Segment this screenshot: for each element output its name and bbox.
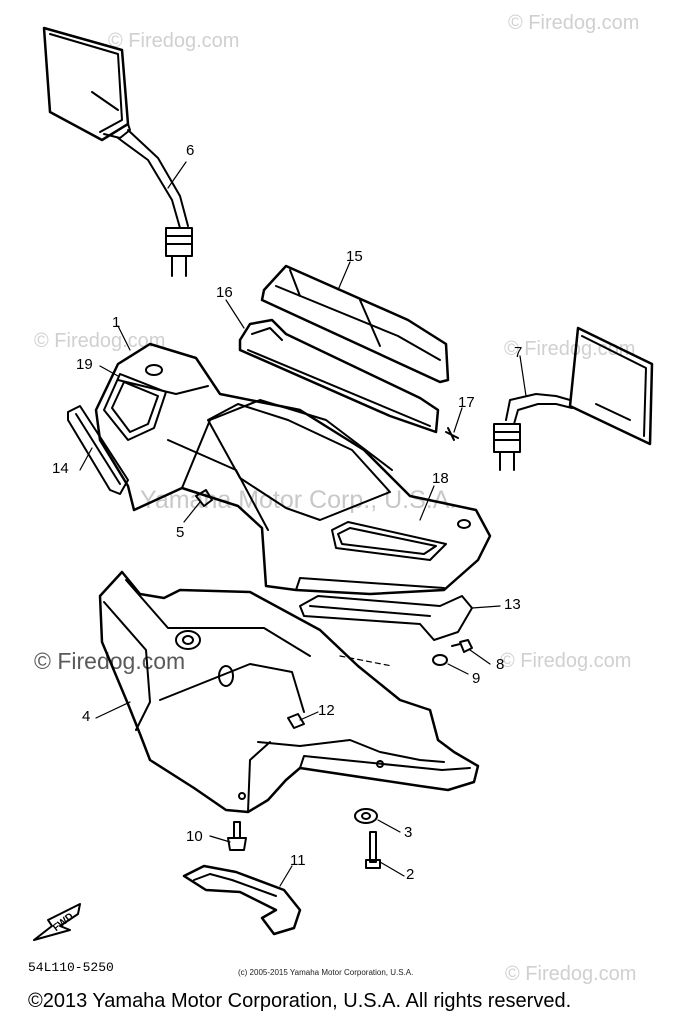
panel-insert-18 — [331, 521, 447, 561]
fwd-arrow-icon — [33, 903, 81, 941]
trim-19 — [103, 373, 167, 441]
callout-11: 11 — [290, 852, 306, 869]
callout-18: 18 — [432, 470, 449, 487]
washer-9 — [432, 654, 448, 666]
callout-1: 1 — [112, 314, 121, 331]
small-copyright: (c) 2005-2015 Yamaha Motor Corporation, … — [238, 968, 414, 977]
upper-cover — [260, 264, 450, 384]
washer-3 — [354, 808, 378, 824]
callout-12: 12 — [318, 702, 335, 719]
watermark-top-right: © Firedog.com — [508, 12, 640, 34]
screw-17 — [445, 427, 459, 441]
watermark-mid-left: © Firedog.com — [34, 330, 166, 352]
right-mirror — [493, 326, 654, 471]
callout-9: 9 — [472, 670, 481, 687]
left-mirror — [42, 26, 193, 277]
grommet-12 — [287, 713, 305, 729]
side-strip-14 — [67, 405, 129, 495]
watermark-bottom-right: © Firedog.com — [505, 963, 637, 985]
upper-panel — [238, 318, 440, 434]
reflector-13 — [299, 595, 473, 641]
callout-7: 7 — [514, 344, 523, 361]
leader-lines — [79, 161, 527, 887]
callout-4: 4 — [82, 708, 91, 725]
main-cowling — [94, 342, 492, 596]
callout-3: 3 — [404, 824, 413, 841]
callout-17: 17 — [458, 394, 475, 411]
footer-copyright: ©2013 Yamaha Motor Corporation, U.S.A. A… — [28, 990, 572, 1012]
callout-10: 10 — [186, 828, 203, 845]
callout-2: 2 — [406, 866, 415, 883]
callout-16: 16 — [216, 284, 233, 301]
callout-5: 5 — [176, 524, 185, 541]
bolt-5 — [195, 489, 213, 507]
callout-8: 8 — [496, 656, 505, 673]
watermark-mid-right: © Firedog.com — [504, 338, 636, 360]
watermark-lower-right: © Firedog.com — [500, 650, 632, 672]
callout-19: 19 — [76, 356, 93, 373]
callout-15: 15 — [346, 248, 363, 265]
bracket-11 — [182, 864, 302, 936]
part-code: 54L110-5250 — [28, 960, 114, 975]
bolt-8 — [451, 639, 473, 653]
watermark-top-left: © Firedog.com — [108, 30, 240, 52]
callout-6: 6 — [186, 142, 195, 159]
callout-13: 13 — [504, 596, 521, 613]
bolt-10 — [227, 821, 247, 851]
lower-cowling — [98, 570, 480, 814]
bolt-2 — [365, 831, 381, 869]
callout-14: 14 — [52, 460, 69, 477]
